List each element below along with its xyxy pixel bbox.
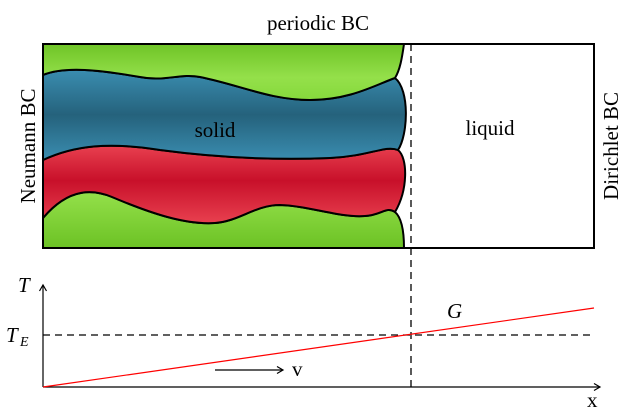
y-axis-label: T: [18, 273, 31, 297]
periodic-bc-label: periodic BC: [267, 11, 369, 35]
green-phase-top: [42, 43, 406, 102]
temperature-gradient-line: [42, 307, 595, 388]
neumann-bc-label: Neumann BC: [16, 89, 40, 204]
dirichlet-bc-label: Dirichlet BC: [599, 92, 623, 200]
x-axis-label: x: [587, 388, 598, 412]
eutectic-temperature-label: T: [6, 323, 19, 347]
liquid-label: liquid: [465, 116, 515, 140]
gradient-label: G: [447, 299, 462, 323]
velocity-arrowhead: [276, 365, 285, 375]
y-axis-arrowhead: [38, 283, 48, 292]
temperature-plot: T T E G v x: [6, 273, 602, 412]
x-axis-arrowhead: [593, 382, 602, 392]
solid-label: solid: [195, 118, 236, 142]
velocity-label: v: [292, 357, 303, 381]
domain-frame: [42, 43, 595, 249]
eutectic-temperature-subscript: E: [19, 335, 29, 350]
microstructure-panel: periodic BC Neumann BC Dirichlet BC soli…: [16, 11, 623, 387]
